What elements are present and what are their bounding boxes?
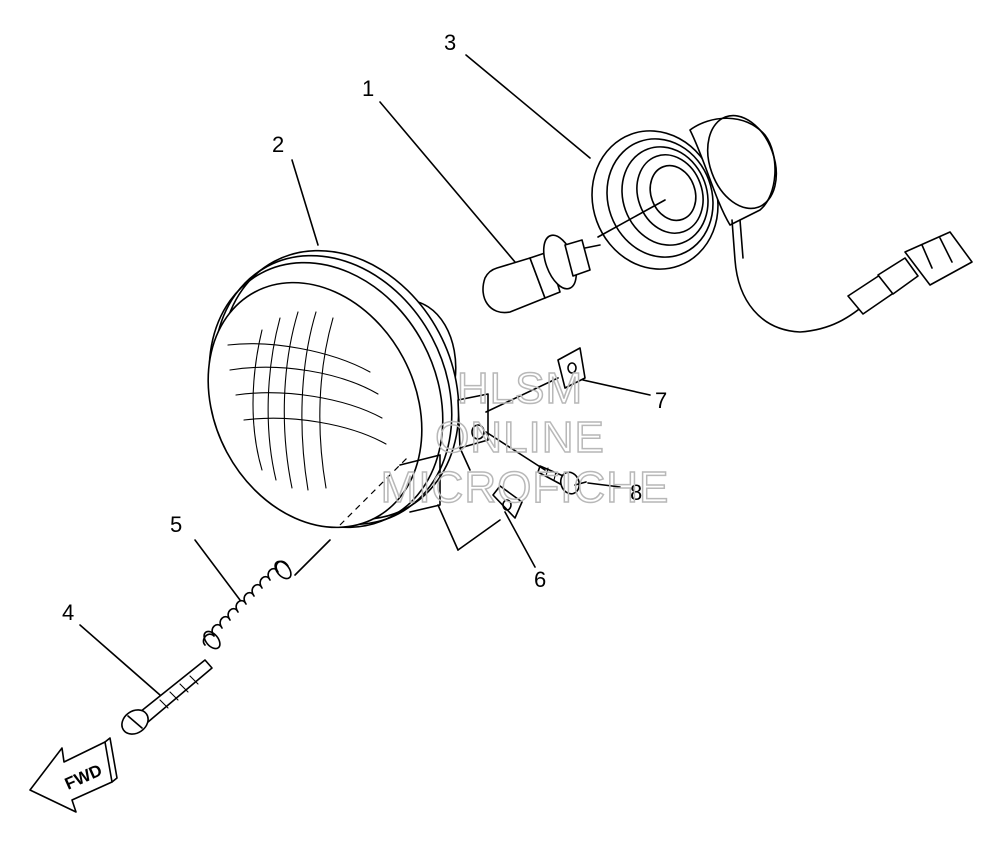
callout-1: 1: [362, 76, 374, 101]
leader-lines: [79, 54, 666, 696]
fwd-arrow: FWD: [29, 737, 118, 813]
callout-6: 6: [534, 567, 546, 592]
nut-6[interactable]: [492, 485, 523, 519]
callout-2: 2: [272, 132, 284, 157]
callout-8: 8: [630, 480, 642, 505]
bulb[interactable]: [482, 231, 601, 314]
callout-4: 4: [62, 600, 74, 625]
callout-5: 5: [170, 512, 182, 537]
callout-7: 7: [655, 388, 667, 413]
watermark-line-1: HLSM: [457, 364, 583, 413]
spring[interactable]: [201, 539, 331, 652]
headlight-unit[interactable]: [164, 209, 505, 569]
watermark-line-3: MICROFICHE: [381, 463, 670, 512]
callout-3: 3: [444, 30, 456, 55]
nut-7[interactable]: [557, 347, 586, 389]
watermark: HLSM ONLINE MICROFICHE: [380, 363, 670, 513]
watermark-line-2: ONLINE: [435, 413, 605, 462]
screw-8[interactable]: [537, 465, 587, 496]
adjusting-bolt[interactable]: [117, 659, 213, 739]
socket-cord[interactable]: [573, 106, 973, 333]
